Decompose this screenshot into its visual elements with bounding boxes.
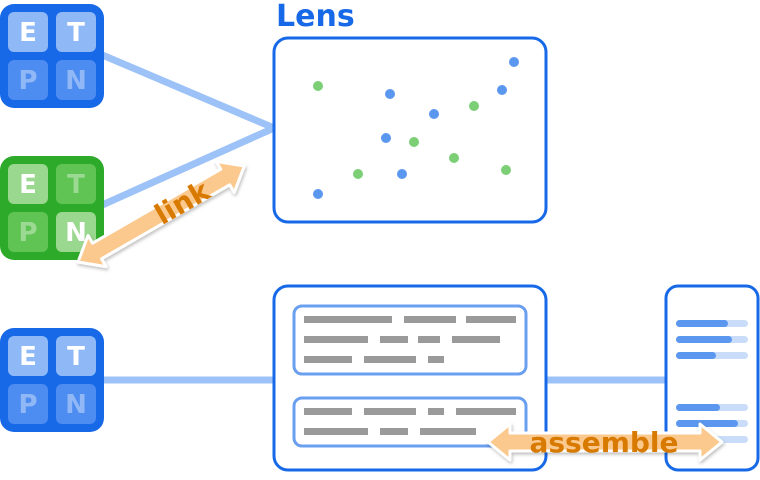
progress-fill	[676, 320, 728, 327]
double-arrow-icon	[76, 159, 246, 269]
scatter-point	[509, 57, 519, 67]
scatter-point	[353, 169, 363, 179]
connector-lines	[96, 50, 667, 384]
tile-cell	[56, 336, 96, 376]
text-placeholder	[304, 356, 352, 363]
assemble-label: assemble	[529, 426, 678, 459]
tile-letter-n: N	[65, 218, 87, 248]
scatter-point	[409, 137, 419, 147]
tile-cell	[56, 60, 96, 100]
tile-cell	[56, 12, 96, 52]
lens-panel	[272, 36, 548, 224]
tile-letter-n: N	[65, 390, 87, 420]
lens-panel-frame	[272, 36, 548, 224]
tile-cell	[8, 212, 48, 252]
scatter-point	[497, 85, 507, 95]
progress-fill	[676, 420, 738, 427]
tile-cell	[8, 164, 48, 204]
document-block-top	[292, 304, 528, 376]
scatter-point	[313, 81, 323, 91]
scatter-point	[313, 189, 323, 199]
double-arrow-icon	[486, 422, 724, 462]
text-line-placeholders	[304, 316, 516, 363]
tile-letter-e: E	[19, 170, 37, 200]
tile-cell	[8, 384, 48, 424]
text-placeholder	[380, 428, 408, 435]
scatter-points	[313, 57, 519, 199]
text-placeholder	[428, 408, 444, 415]
connector-green-tile-to-lens	[96, 124, 278, 210]
text-placeholder	[380, 336, 408, 343]
text-placeholder	[304, 336, 368, 343]
tile-cell	[56, 384, 96, 424]
text-placeholder	[418, 336, 440, 343]
assemble-arrow	[486, 422, 724, 462]
scatter-point	[381, 133, 391, 143]
document-block-bottom	[292, 396, 528, 448]
tile-letter-e: E	[19, 18, 37, 48]
tile-letter-p: P	[18, 218, 37, 248]
text-placeholder	[304, 408, 352, 415]
text-placeholder	[404, 316, 456, 323]
text-placeholder	[452, 336, 500, 343]
tile-letter-t: T	[67, 170, 85, 200]
tile-letter-e: E	[19, 342, 37, 372]
text-placeholder	[304, 428, 368, 435]
progress-fill	[676, 352, 716, 359]
tile-letter-n: N	[65, 66, 87, 96]
text-placeholder	[364, 356, 416, 363]
link-arrow	[76, 159, 246, 269]
tile-letter-p: P	[18, 66, 37, 96]
scatter-point	[501, 165, 511, 175]
document-panel	[272, 284, 548, 472]
scatter-point	[397, 169, 407, 179]
progress-fill	[676, 404, 720, 411]
text-placeholder	[420, 428, 476, 435]
tile-cell	[56, 164, 96, 204]
scatter-point	[429, 109, 439, 119]
scatter-point	[385, 89, 395, 99]
tile-cell	[8, 336, 48, 376]
progress-fill	[676, 336, 732, 343]
tile-cell	[8, 60, 48, 100]
scatter-point	[469, 101, 479, 111]
tile-letter-t: T	[67, 18, 85, 48]
text-placeholder	[456, 408, 516, 415]
tile-letter-p: P	[18, 390, 37, 420]
lens-title: Lens	[276, 0, 355, 34]
text-placeholder	[304, 316, 392, 323]
tile-letter-t: T	[67, 342, 85, 372]
text-placeholder	[364, 408, 416, 415]
text-placeholder	[466, 316, 516, 323]
tile-cell	[8, 12, 48, 52]
text-placeholder	[428, 356, 444, 363]
text-line-placeholders	[304, 408, 516, 435]
connector-top-tile-to-lens	[96, 50, 278, 132]
scatter-point	[449, 153, 459, 163]
